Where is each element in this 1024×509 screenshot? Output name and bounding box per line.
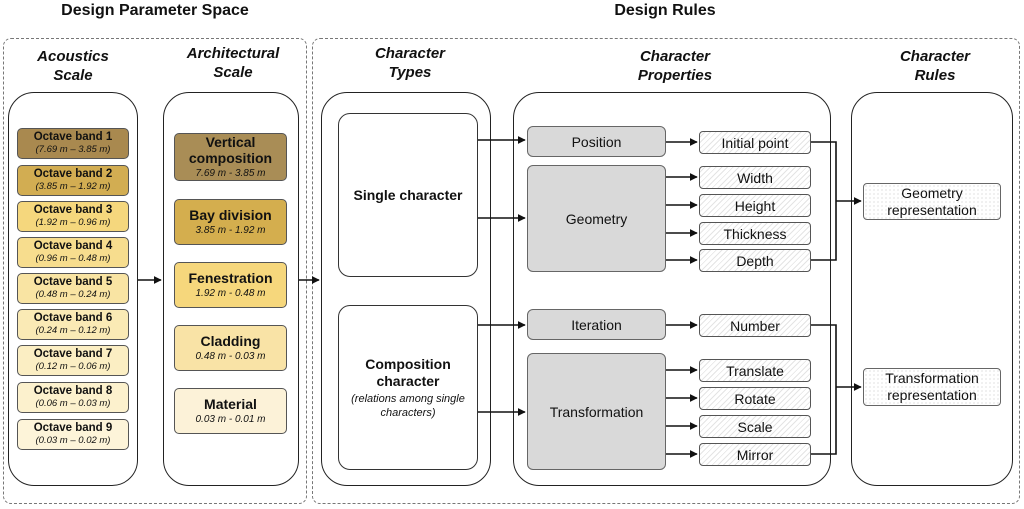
attribute-number: Number	[699, 314, 811, 337]
arch-scale-label: Vertical composition	[188, 134, 273, 166]
character-rules-panel	[851, 92, 1013, 486]
arch-scale-label: Cladding	[200, 333, 261, 349]
octave-band-range: (0.12 m – 0.06 m)	[35, 361, 111, 372]
property-geometry-label: Geometry	[565, 210, 628, 227]
octave-band-4: Octave band 4(0.96 m – 0.48 m)	[17, 237, 129, 268]
octave-band-range: (0.06 m – 0.03 m)	[35, 398, 111, 409]
attribute-width-label: Width	[737, 169, 773, 186]
attribute-depth-label: Depth	[736, 252, 774, 269]
octave-band-range: (0.03 m – 0.02 m)	[35, 435, 111, 446]
arch-scale-fenestration: Fenestration 1.92 m - 0.48 m	[174, 262, 287, 308]
octave-band-label: Octave band 6	[33, 312, 113, 324]
design-rules-region	[312, 38, 1020, 504]
octave-band-5: Octave band 5(0.48 m – 0.24 m)	[17, 273, 129, 304]
rule-transformation-line2: representation	[887, 387, 977, 403]
arch-scale-range: 0.48 m - 0.03 m	[195, 351, 266, 362]
property-position-label: Position	[571, 133, 622, 150]
attribute-scale: Scale	[699, 415, 811, 438]
arch-scale-range: 1.92 m - 0.48 m	[195, 288, 266, 299]
arch-scale-label: Material	[204, 396, 257, 412]
rule-transformation-line1: Transformation	[885, 370, 979, 386]
attribute-translate: Translate	[699, 359, 811, 382]
octave-band-6: Octave band 6(0.24 m – 0.12 m)	[17, 309, 129, 340]
octave-band-2: Octave band 2(3.85 m – 1.92 m)	[17, 165, 129, 196]
arch-scale-range: 7.69 m - 3.85 m	[195, 168, 266, 179]
octave-band-range: (0.24 m – 0.12 m)	[35, 325, 111, 336]
octave-band-label: Octave band 7	[33, 348, 113, 360]
octave-band-9: Octave band 9(0.03 m – 0.02 m)	[17, 419, 129, 450]
attribute-mirror-label: Mirror	[736, 446, 774, 463]
octave-band-range: (1.92 m – 0.96 m)	[35, 217, 111, 228]
arch-scale-range: 0.03 m - 0.01 m	[195, 414, 266, 425]
composition-character-box: Composition character (relations among s…	[338, 305, 478, 470]
arch-scale-label: Fenestration	[188, 270, 273, 286]
octave-band-range: (0.96 m – 0.48 m)	[35, 253, 111, 264]
octave-band-1: Octave band 1(7.69 m – 3.85 m)	[17, 128, 129, 159]
property-transformation: Transformation	[527, 353, 666, 470]
octave-band-8: Octave band 8(0.06 m – 0.03 m)	[17, 382, 129, 413]
rule-geometry-line2: representation	[887, 201, 977, 218]
arch-scale-vertical-composition: Vertical composition 7.69 m - 3.85 m	[174, 133, 287, 181]
attribute-mirror: Mirror	[699, 443, 811, 466]
octave-band-range: (3.85 m – 1.92 m)	[35, 181, 111, 192]
attribute-height-label: Height	[734, 197, 776, 214]
arch-scale-range: 3.85 m - 1.92 m	[195, 225, 266, 236]
property-transformation-label: Transformation	[549, 403, 644, 420]
octave-band-label: Octave band 1	[33, 131, 113, 143]
arch-scale-material: Material 0.03 m - 0.01 m	[174, 388, 287, 434]
octave-band-7: Octave band 7(0.12 m – 0.06 m)	[17, 345, 129, 376]
attribute-depth: Depth	[699, 249, 811, 272]
attribute-width: Width	[699, 166, 811, 189]
attribute-initial-point-label: Initial point	[721, 134, 789, 151]
attribute-number-label: Number	[730, 317, 780, 334]
attribute-initial-point: Initial point	[699, 131, 811, 154]
octave-band-3: Octave band 3(1.92 m – 0.96 m)	[17, 201, 129, 232]
property-iteration-label: Iteration	[571, 316, 622, 333]
octave-band-range: (0.48 m – 0.24 m)	[35, 289, 111, 300]
composition-character-note: (relations among single characters)	[351, 392, 465, 419]
heading-design-parameter-space: Design Parameter Space	[61, 2, 249, 19]
octave-band-label: Octave band 4	[33, 240, 113, 252]
rule-geometry-line1: Geometry	[901, 184, 963, 201]
attribute-thickness-label: Thickness	[723, 225, 787, 242]
arch-scale-cladding: Cladding 0.48 m - 0.03 m	[174, 325, 287, 371]
single-character-box: Single character	[338, 113, 478, 277]
arch-scale-bay-division: Bay division 3.85 m - 1.92 m	[174, 199, 287, 245]
attribute-rotate-label: Rotate	[734, 390, 776, 407]
octave-band-range: (7.69 m – 3.85 m)	[35, 144, 111, 155]
design-parameter-space-region	[3, 38, 307, 504]
octave-band-label: Octave band 3	[33, 204, 113, 216]
attribute-rotate: Rotate	[699, 387, 811, 410]
attribute-scale-label: Scale	[737, 418, 773, 435]
property-iteration: Iteration	[527, 309, 666, 340]
composition-character-label: Composition character	[365, 355, 451, 389]
heading-design-rules: Design Rules	[614, 2, 716, 19]
attribute-translate-label: Translate	[726, 362, 784, 379]
property-position: Position	[527, 126, 666, 157]
octave-band-label: Octave band 9	[33, 422, 113, 434]
octave-band-label: Octave band 5	[33, 276, 113, 288]
octave-band-label: Octave band 8	[33, 385, 113, 397]
attribute-height: Height	[699, 194, 811, 217]
single-character-label: Single character	[353, 187, 463, 203]
property-geometry: Geometry	[527, 165, 666, 272]
arch-scale-label: Bay division	[189, 207, 272, 223]
octave-band-label: Octave band 2	[33, 168, 113, 180]
attribute-thickness: Thickness	[699, 222, 811, 245]
